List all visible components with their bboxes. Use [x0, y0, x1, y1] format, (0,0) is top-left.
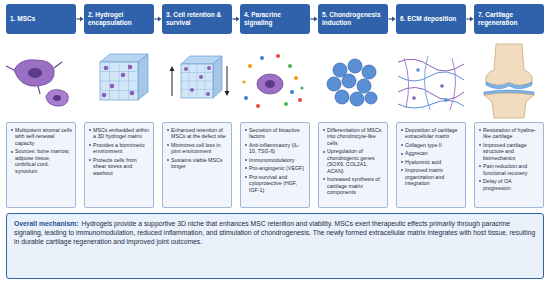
bullet-text: Secretion of bioactive factors [244, 127, 306, 140]
flow-arrow [232, 16, 239, 21]
chondrocyte-cluster [327, 59, 377, 106]
bullet-text: Collagen type II [400, 142, 462, 148]
bullet-text: Pro-survival and cytoprotective (HGF, IG… [244, 174, 306, 193]
bullet-text: Pain reduction and functional recovery [478, 163, 540, 176]
step-description-box: Enhanced retention of MSCs at the defect… [162, 122, 232, 208]
step-title: 2. Hydrogel encapsulation [88, 11, 150, 26]
bullet-text: Restoration of hyaline-like cartilage [478, 127, 540, 140]
step-title: 1. MSCs [10, 15, 35, 23]
step-header: 6. ECM deposition [396, 4, 466, 34]
bullet-text: Sustains viable MSCs longer [166, 157, 228, 170]
retention-cube [170, 56, 230, 98]
summary-box: Overall mechanism:Hydrogels provide a su… [6, 213, 544, 279]
step-header: 7. Cartilage regeneration [474, 4, 544, 34]
msc-cells [6, 60, 68, 106]
step-description-box: Restoration of hyaline-like cartilageImp… [474, 122, 544, 208]
bullet-text: Improved matrix organization and integra… [400, 167, 462, 186]
bullet-text: Enhanced retention of MSCs at the defect… [166, 127, 228, 140]
bullet-text: Hyaluronic acid [400, 159, 462, 165]
step-header: 3. Cell retention & survival [162, 4, 232, 34]
bullet-text: Minimizes cell loss in joint environment [166, 142, 228, 155]
step-header: 1. MSCs [6, 4, 76, 34]
bullet-text: Increased synthesis of cartilage matrix … [322, 176, 384, 195]
bullet-text: Differentiation of MSCs into chondrocyte… [322, 127, 384, 146]
step-description-box: Multipotent stromal cells with self-rene… [6, 122, 76, 208]
step-header: 2. Hydrogel encapsulation [84, 4, 154, 34]
bullet-text: Protects cells from shear stress and was… [88, 157, 150, 176]
flow-arrow [466, 16, 473, 21]
step-title: 6. ECM deposition [400, 15, 456, 23]
bullet-text: Deposition of cartilage extracellular ma… [400, 127, 462, 140]
flow-arrow [388, 16, 395, 21]
step-header: 5. Chondrogenesis induction [318, 4, 388, 34]
step-title: 3. Cell retention & survival [166, 11, 228, 26]
summary-text: Hydrogels provide a supportive 3D niche … [14, 220, 535, 245]
step-description-box: MSCs embedded within a 3D hydrogel matri… [84, 122, 154, 208]
bullet-text: MSCs embedded within a 3D hydrogel matri… [88, 127, 150, 140]
bullet-text: Sources: bone marrow, adipose tissue, um… [10, 148, 72, 174]
step-title: 4. Paracrine signaling [244, 11, 306, 26]
bullet-text: Anti-inflammatory (IL-10, TSG-6) [244, 142, 306, 155]
bullet-text: Immunomodulatory [244, 157, 306, 163]
bullet-text: Aggrecan [400, 150, 462, 156]
hydrogel-cube [100, 54, 148, 100]
step-description-box: Differentiation of MSCs into chondrocyte… [318, 122, 388, 208]
bullet-text: Provides a biomimetic environment [88, 142, 150, 155]
flow-arrow [154, 16, 161, 21]
step-title: 5. Chondrogenesis induction [322, 11, 384, 26]
bullet-text: Improved cartilage structure and biomech… [478, 142, 540, 161]
bullet-text: Delay of OA progression [478, 178, 540, 191]
flow-arrow [76, 16, 83, 21]
paracrine-cell [242, 54, 303, 108]
step-description-box: Deposition of cartilage extracellular ma… [396, 122, 466, 208]
step-header: 4. Paracrine signaling [240, 4, 310, 34]
bullet-text: Upregulation of chondrogenic genes (SOX9… [322, 148, 384, 174]
step-description-box: Secretion of bioactive factorsAnti-infla… [240, 122, 310, 208]
knee-joint [484, 44, 534, 118]
ecm-fibers [398, 56, 464, 110]
summary-heading: Overall mechanism: [14, 220, 79, 227]
bullet-text: Multipotent stromal cells with self-rene… [10, 127, 72, 146]
flow-arrow [310, 16, 317, 21]
bullet-text: Pro-angiogenic (VEGF) [244, 165, 306, 171]
step-title: 7. Cartilage regeneration [478, 11, 540, 26]
